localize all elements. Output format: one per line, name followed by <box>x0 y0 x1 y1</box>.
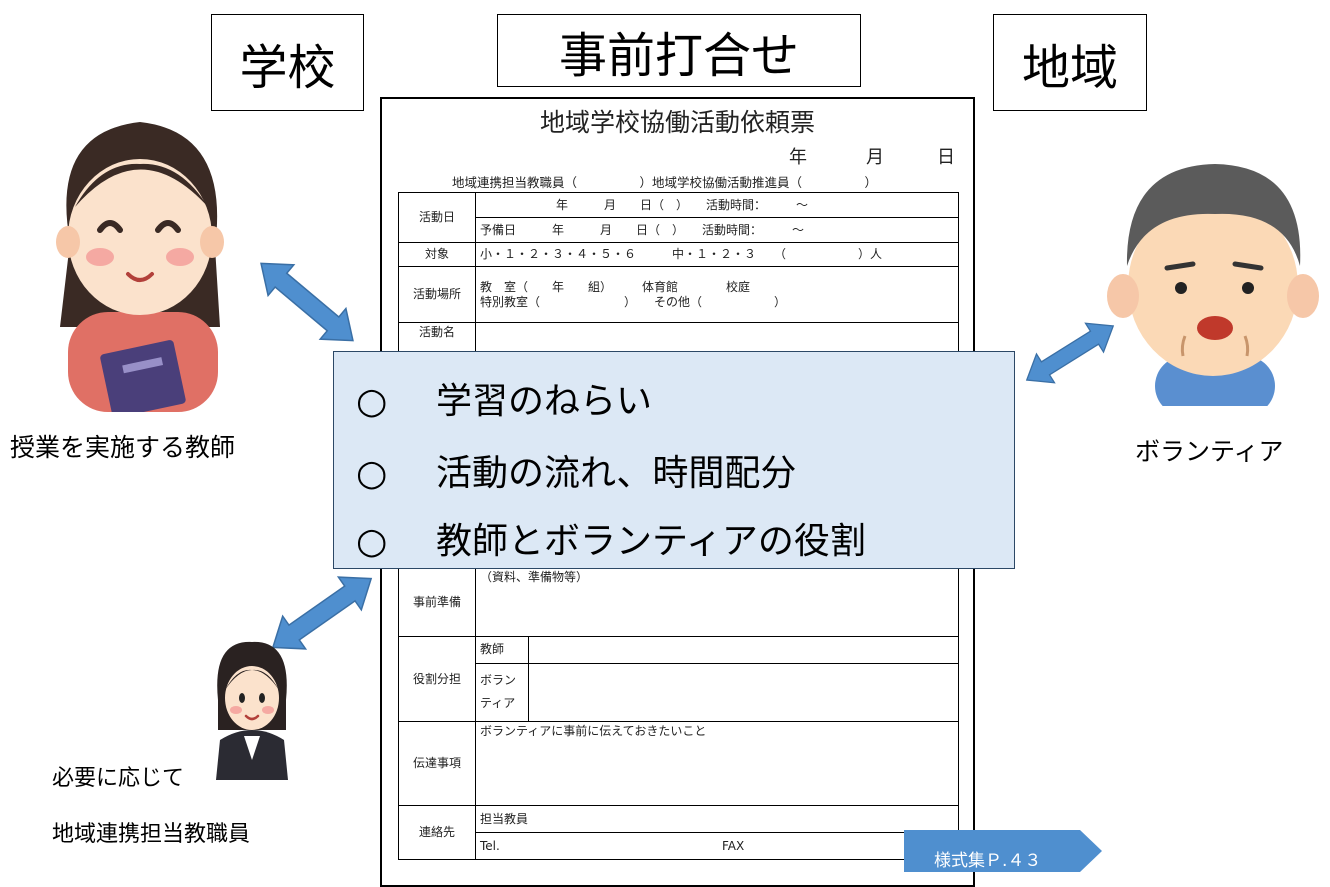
volunteer-right-brow <box>1232 261 1264 271</box>
teacher-left-cheek <box>86 248 114 266</box>
activity-date-line: 年 月 日（ ） 活動時間： ～ <box>475 192 959 218</box>
meeting-label-box: 事前打合せ <box>497 14 861 87</box>
community-label: 地域 <box>1021 39 1118 96</box>
book-icon <box>100 340 186 412</box>
teacher-left-ear <box>56 226 80 258</box>
contact-tel: Tel. <box>480 839 500 853</box>
contact-teacher: 担当教員 <box>476 806 958 833</box>
reference-tag: 様式集Ｐ.４３ <box>904 830 1102 872</box>
volunteer-left-eye-icon <box>1175 282 1187 294</box>
staff-caption-line2: 地域連携担当教職員 <box>52 822 251 847</box>
message-note: ボランティアに事前に伝えておきたいこと <box>475 721 959 806</box>
form-liaison-line: 地域連携担当教職員（ ）地域学校協働活動推進員（ ） <box>452 175 878 190</box>
volunteer-mouth-icon <box>1197 316 1233 340</box>
volunteer-caption: ボランティア <box>1135 437 1284 466</box>
form-date-month: 月 <box>866 147 884 168</box>
role-teacher-value <box>528 637 958 664</box>
prep-note: （資料、準備物等） <box>475 567 959 637</box>
teacher-left-eye-icon <box>97 220 123 233</box>
staff-left-cheek <box>230 706 242 714</box>
tag-pentagon <box>904 830 1102 872</box>
backup-date-value: 年 月 日（ ） 活動時間： ～ <box>552 222 805 237</box>
place-line-1: 教 室（ 年 組） 体育館 校庭 <box>480 279 751 294</box>
staff-bangs <box>225 669 279 690</box>
staff-collar <box>244 736 260 760</box>
teacher-right-cheek <box>166 248 194 266</box>
teacher-right-eye-icon <box>155 220 181 233</box>
callout-text-3: 教師とボランティアの役割 <box>436 521 866 562</box>
staff-face <box>225 666 279 730</box>
book-label <box>122 357 163 374</box>
volunteer-face <box>1128 196 1298 376</box>
staff-mouth-icon <box>244 714 260 721</box>
staff-caption-line1: 必要に応じて <box>52 766 185 791</box>
volunteer-right-ear <box>1287 274 1319 318</box>
teacher-bangs <box>75 163 208 207</box>
staff-illustration <box>216 641 288 780</box>
meeting-points-callout: ○ 学習のねらい ○ 活動の流れ、時間配分 ○ 教師とボランティアの役割 <box>333 351 1015 569</box>
role-volunteer-label-1: ボラン <box>480 673 517 688</box>
volunteer-left-ear <box>1107 274 1139 318</box>
form-date-day: 日 <box>937 147 955 168</box>
volunteer-wrinkle-right <box>1243 335 1250 357</box>
callout-text-2: 活動の流れ、時間配分 <box>436 453 797 494</box>
place-line-2: 特別教室（ ） その他（ ） <box>480 294 787 309</box>
school-label-box: 学校 <box>211 14 364 111</box>
teacher-mouth-icon <box>126 272 154 282</box>
callout-mark-1: ○ <box>356 381 388 422</box>
contact-tel-fax: Tel. FAX <box>476 833 958 859</box>
teacher-face <box>68 159 212 315</box>
volunteer-left-brow <box>1164 261 1196 271</box>
staff-left-eye-icon <box>239 693 245 703</box>
role-volunteer-label: ボラン ティア <box>476 663 529 721</box>
contact-label: 連絡先 <box>398 805 476 860</box>
roles-label: 役割分担 <box>398 636 476 722</box>
backup-date-prefix: 予備日 <box>480 222 517 237</box>
staff-right-cheek <box>262 706 274 714</box>
target-value: 小・１・２・３・４・５・６ 中・１・２・３ （ ）人 <box>475 242 959 267</box>
callout-text-1: 学習のねらい <box>436 381 653 422</box>
target-label: 対象 <box>398 242 476 267</box>
school-label: 学校 <box>239 39 336 96</box>
volunteer-illustration <box>1107 164 1319 406</box>
teacher-double-arrow <box>247 247 367 357</box>
volunteer-hair <box>1126 164 1301 266</box>
reference-tag-label: 様式集Ｐ.４３ <box>934 851 1042 871</box>
callout-item-1: ○ 学習のねらい <box>356 372 652 424</box>
activity-date-label: 活動日 <box>398 192 476 243</box>
form-date-year: 年 <box>789 147 807 168</box>
form-title: 地域学校協働活動依頼票 <box>539 108 815 137</box>
contact-fax: FAX <box>722 839 745 853</box>
callout-mark-3: ○ <box>356 521 388 562</box>
volunteer-wrinkle-left <box>1180 335 1187 357</box>
callout-item-3: ○ 教師とボランティアの役割 <box>356 512 866 564</box>
role-volunteer-label-2: ティア <box>480 696 516 711</box>
teacher-caption: 授業を実施する教師 <box>10 433 236 462</box>
teacher-right-ear <box>200 226 224 258</box>
teacher-illustration <box>56 122 224 412</box>
community-label-box: 地域 <box>993 14 1147 111</box>
contact-cell: 担当教員 Tel. FAX <box>475 805 959 860</box>
callout-item-2: ○ 活動の流れ、時間配分 <box>356 444 796 496</box>
volunteer-right-eye-icon <box>1242 282 1254 294</box>
role-teacher-label: 教師 <box>476 637 529 664</box>
backup-date-line: 予備日 年 月 日（ ） 活動時間： ～ <box>475 217 959 243</box>
callout-mark-2: ○ <box>356 453 388 494</box>
meeting-label: 事前打合せ <box>558 27 799 84</box>
staff-right-eye-icon <box>259 693 265 703</box>
tag-shape <box>904 830 1102 872</box>
